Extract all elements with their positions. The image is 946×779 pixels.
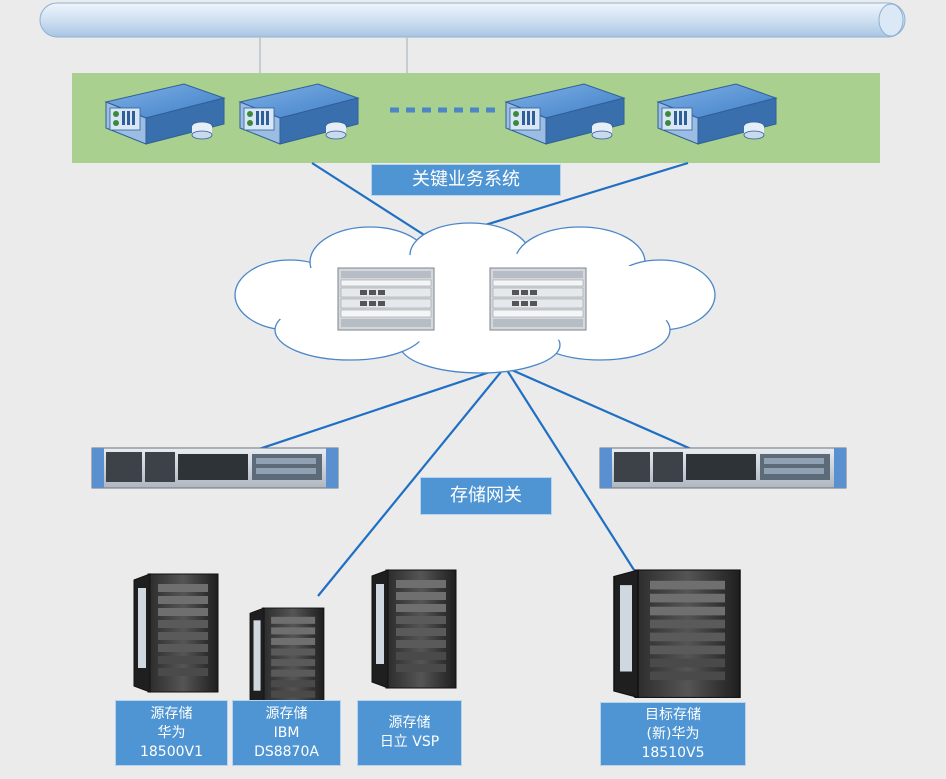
storage-rack-icon [249,607,325,713]
storage-label-hitachi-source: 源存储日立 VSP [357,700,462,766]
network-bus-pipe [39,2,906,38]
business-system-label: 关键业务系统 [371,164,561,196]
network-cloud [234,222,716,374]
gateway-server-icon [91,447,339,489]
storage-rack-icon [133,573,219,693]
core-switch-icon [337,267,435,331]
core-switch-icon [489,267,587,331]
gateway-server-icon [599,447,847,489]
network-links [249,161,699,597]
storage-gateway-label: 存储网关 [420,477,552,515]
link-gateway-right [504,365,699,454]
link-storage-ibm [317,366,506,597]
storage-rack-icon [371,569,457,689]
link-storage-target [504,366,635,571]
link-gateway-left [249,365,506,454]
storage-rack-icon [613,569,741,699]
